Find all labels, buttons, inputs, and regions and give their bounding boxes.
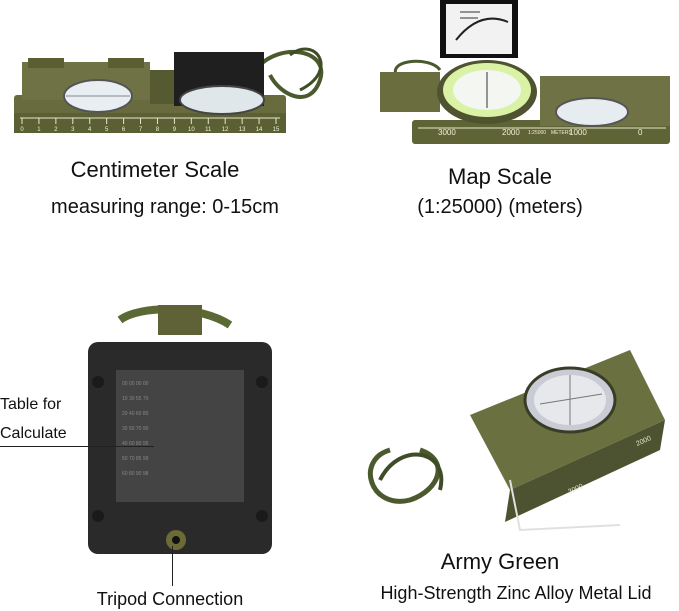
zinc-alloy-lid-label: High-Strength Zinc Alloy Metal Lid — [380, 583, 652, 603]
cm-tick-label: 3 — [71, 127, 75, 133]
cm-tick-label: 8 — [156, 127, 160, 133]
open-compass-dial-photo — [380, 0, 670, 144]
svg-text:00 00 00 00: 00 00 00 00 — [122, 381, 149, 387]
tripod-label-pointer — [172, 546, 173, 586]
map-ruler-label-2000: 2000 — [502, 128, 520, 137]
cm-tick-label: 14 — [256, 127, 263, 133]
cm-tick-label: 0 — [20, 127, 24, 133]
cm-tick-label: 12 — [222, 127, 229, 133]
centimeter-scale-title: Centimeter Scale — [70, 157, 240, 182]
closed-compass-photo — [367, 350, 665, 532]
map-scale-title: Map Scale — [448, 164, 552, 189]
svg-text:20 40 60 80: 20 40 60 80 — [122, 411, 149, 417]
cm-tick-label: 2 — [54, 127, 58, 133]
svg-text:10 30 55 70: 10 30 55 70 — [122, 396, 149, 402]
cm-tick-label: 10 — [188, 127, 195, 133]
cm-tick-label: 5 — [105, 127, 109, 133]
cm-tick-label: 13 — [239, 127, 246, 133]
map-ruler-label-meters: METERS — [551, 130, 572, 136]
cm-tick-label: 4 — [88, 127, 92, 133]
svg-text:60 80 90 98: 60 80 90 98 — [122, 471, 149, 477]
map-ruler-label-0: 0 — [638, 128, 643, 137]
map-ruler-label-1000: 1000 — [569, 128, 587, 137]
compass-back-photo: 00 00 00 00 10 30 55 70 20 40 60 80 30 5… — [88, 305, 272, 554]
cm-tick-label: 9 — [173, 127, 177, 133]
map-scale-panel — [360, 0, 679, 160]
table-label-pointer — [0, 446, 154, 447]
cm-tick-label: 11 — [205, 127, 212, 133]
army-green-title: Army Green — [440, 549, 560, 574]
svg-text:40 60 80 95: 40 60 80 95 — [122, 441, 149, 447]
map-scale-units: (1:25000) (meters) — [417, 196, 583, 218]
svg-text:30 50 70 90: 30 50 70 90 — [122, 426, 149, 432]
map-ruler-label-scale: 1:25000 — [528, 130, 547, 136]
centimeter-scale-range: measuring range: 0-15cm — [51, 196, 279, 218]
cm-tick-label: 1 — [37, 127, 41, 133]
table-label-line-2: Calculate — [0, 425, 67, 442]
svg-text:50 70 85 99: 50 70 85 99 — [122, 456, 149, 462]
cm-tick-label: 6 — [122, 127, 126, 133]
cm-tick-label: 15 — [273, 127, 280, 133]
army-green-panel — [360, 330, 679, 535]
table-label-line-1: Table for — [0, 396, 62, 413]
tripod-connection-label: Tripod Connection — [96, 589, 244, 609]
map-ruler-label-3000: 3000 — [438, 128, 456, 137]
back-table-panel: 00 00 00 00 10 30 55 70 20 40 60 80 30 5… — [80, 300, 280, 570]
cm-tick-label: 7 — [139, 127, 143, 133]
